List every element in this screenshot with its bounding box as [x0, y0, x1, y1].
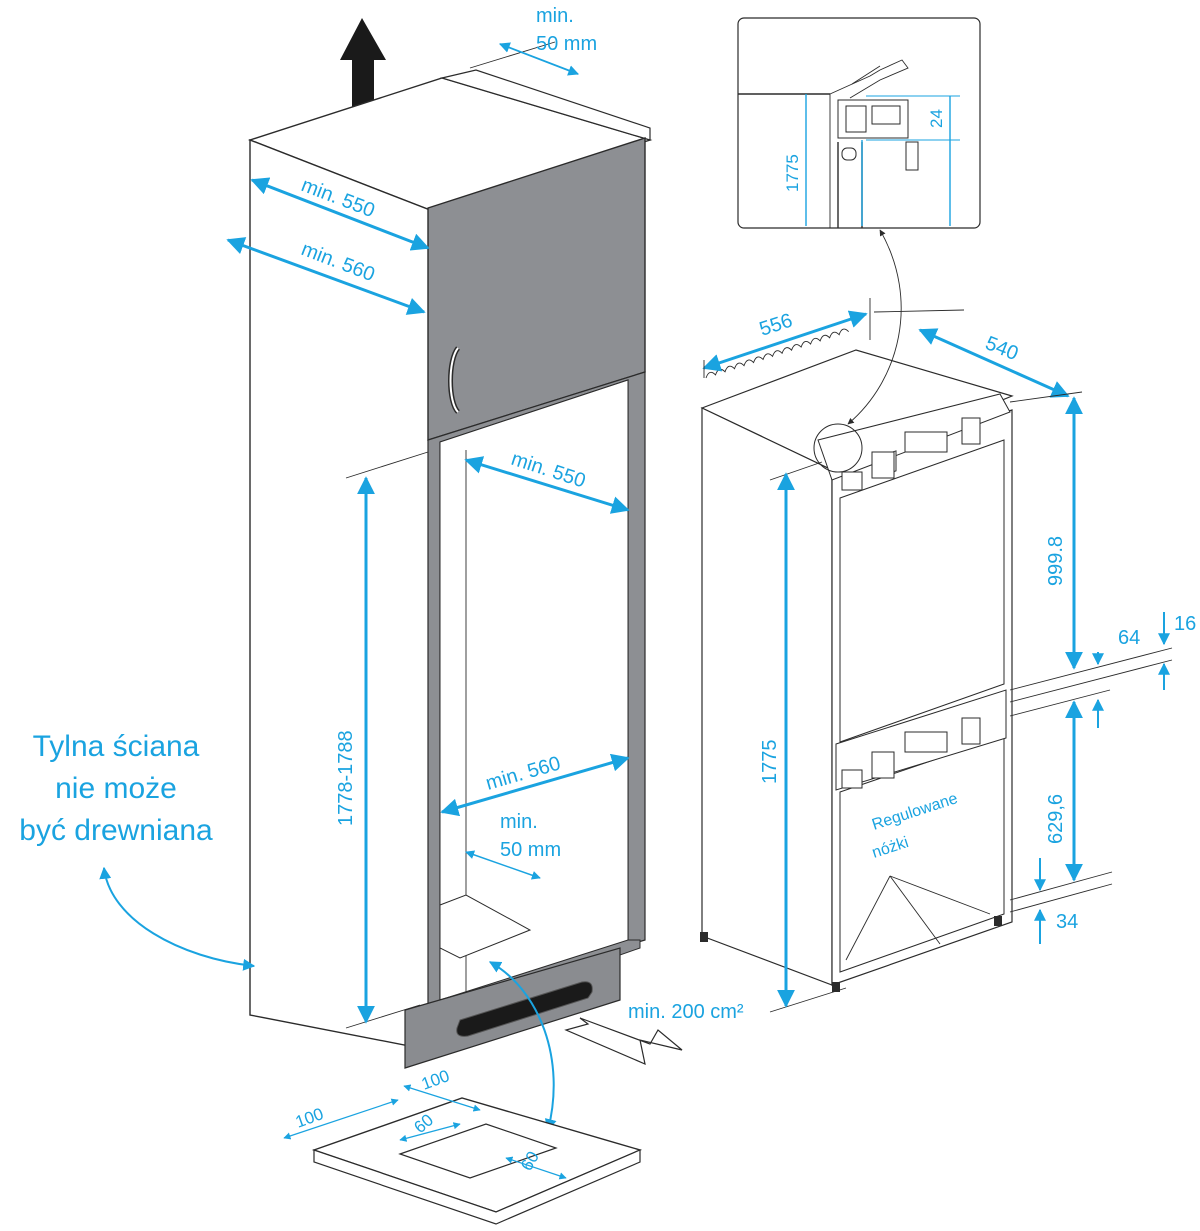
top-clearance-label: min.: [536, 5, 574, 27]
wall-note: Tylna ściana nie może być drewniana: [19, 730, 256, 971]
wall-note-line2: nie może: [55, 772, 177, 805]
detail-offset-label: 24: [927, 109, 946, 128]
up-arrow-icon: [340, 18, 386, 118]
cabinet-drawing: min. 50 mm min. 550 min. 560 min. 550 mi…: [226, 5, 744, 1132]
wall-note-line3: być drewniana: [19, 814, 213, 847]
gap-16-label: 16: [1174, 613, 1196, 635]
plinth-detail: 100 100 60 60: [283, 1066, 643, 1225]
plinth-dim-b: 100: [419, 1066, 452, 1094]
airflow-arrow-icon: [564, 1017, 683, 1066]
upper-door-label: 999.8: [1045, 536, 1067, 586]
vent-area-label: min. 200 cm²: [628, 1001, 744, 1023]
niche-height-label: 1778-1788: [335, 730, 357, 826]
gap-64-label: 64: [1118, 627, 1140, 649]
wall-note-line1: Tylna ściana: [33, 730, 200, 763]
fridge-width-label: 556: [757, 310, 796, 341]
fridge-drawing: Regulowane nóżki 556 540 1775 999.8 64: [700, 229, 1196, 1013]
bottom-clearance-value: 50 mm: [500, 839, 561, 861]
detail-inset: 1775 24: [737, 17, 981, 229]
top-clearance-value: 50 mm: [536, 33, 597, 55]
bottom-clearance-label: min.: [500, 811, 538, 833]
detail-height-label: 1775: [783, 154, 802, 192]
gap-34-label: 34: [1056, 911, 1078, 933]
fridge-height-label: 1775: [759, 740, 781, 785]
plinth-dim-a: 100: [293, 1104, 326, 1132]
lower-door-label: 629,6: [1045, 794, 1067, 844]
